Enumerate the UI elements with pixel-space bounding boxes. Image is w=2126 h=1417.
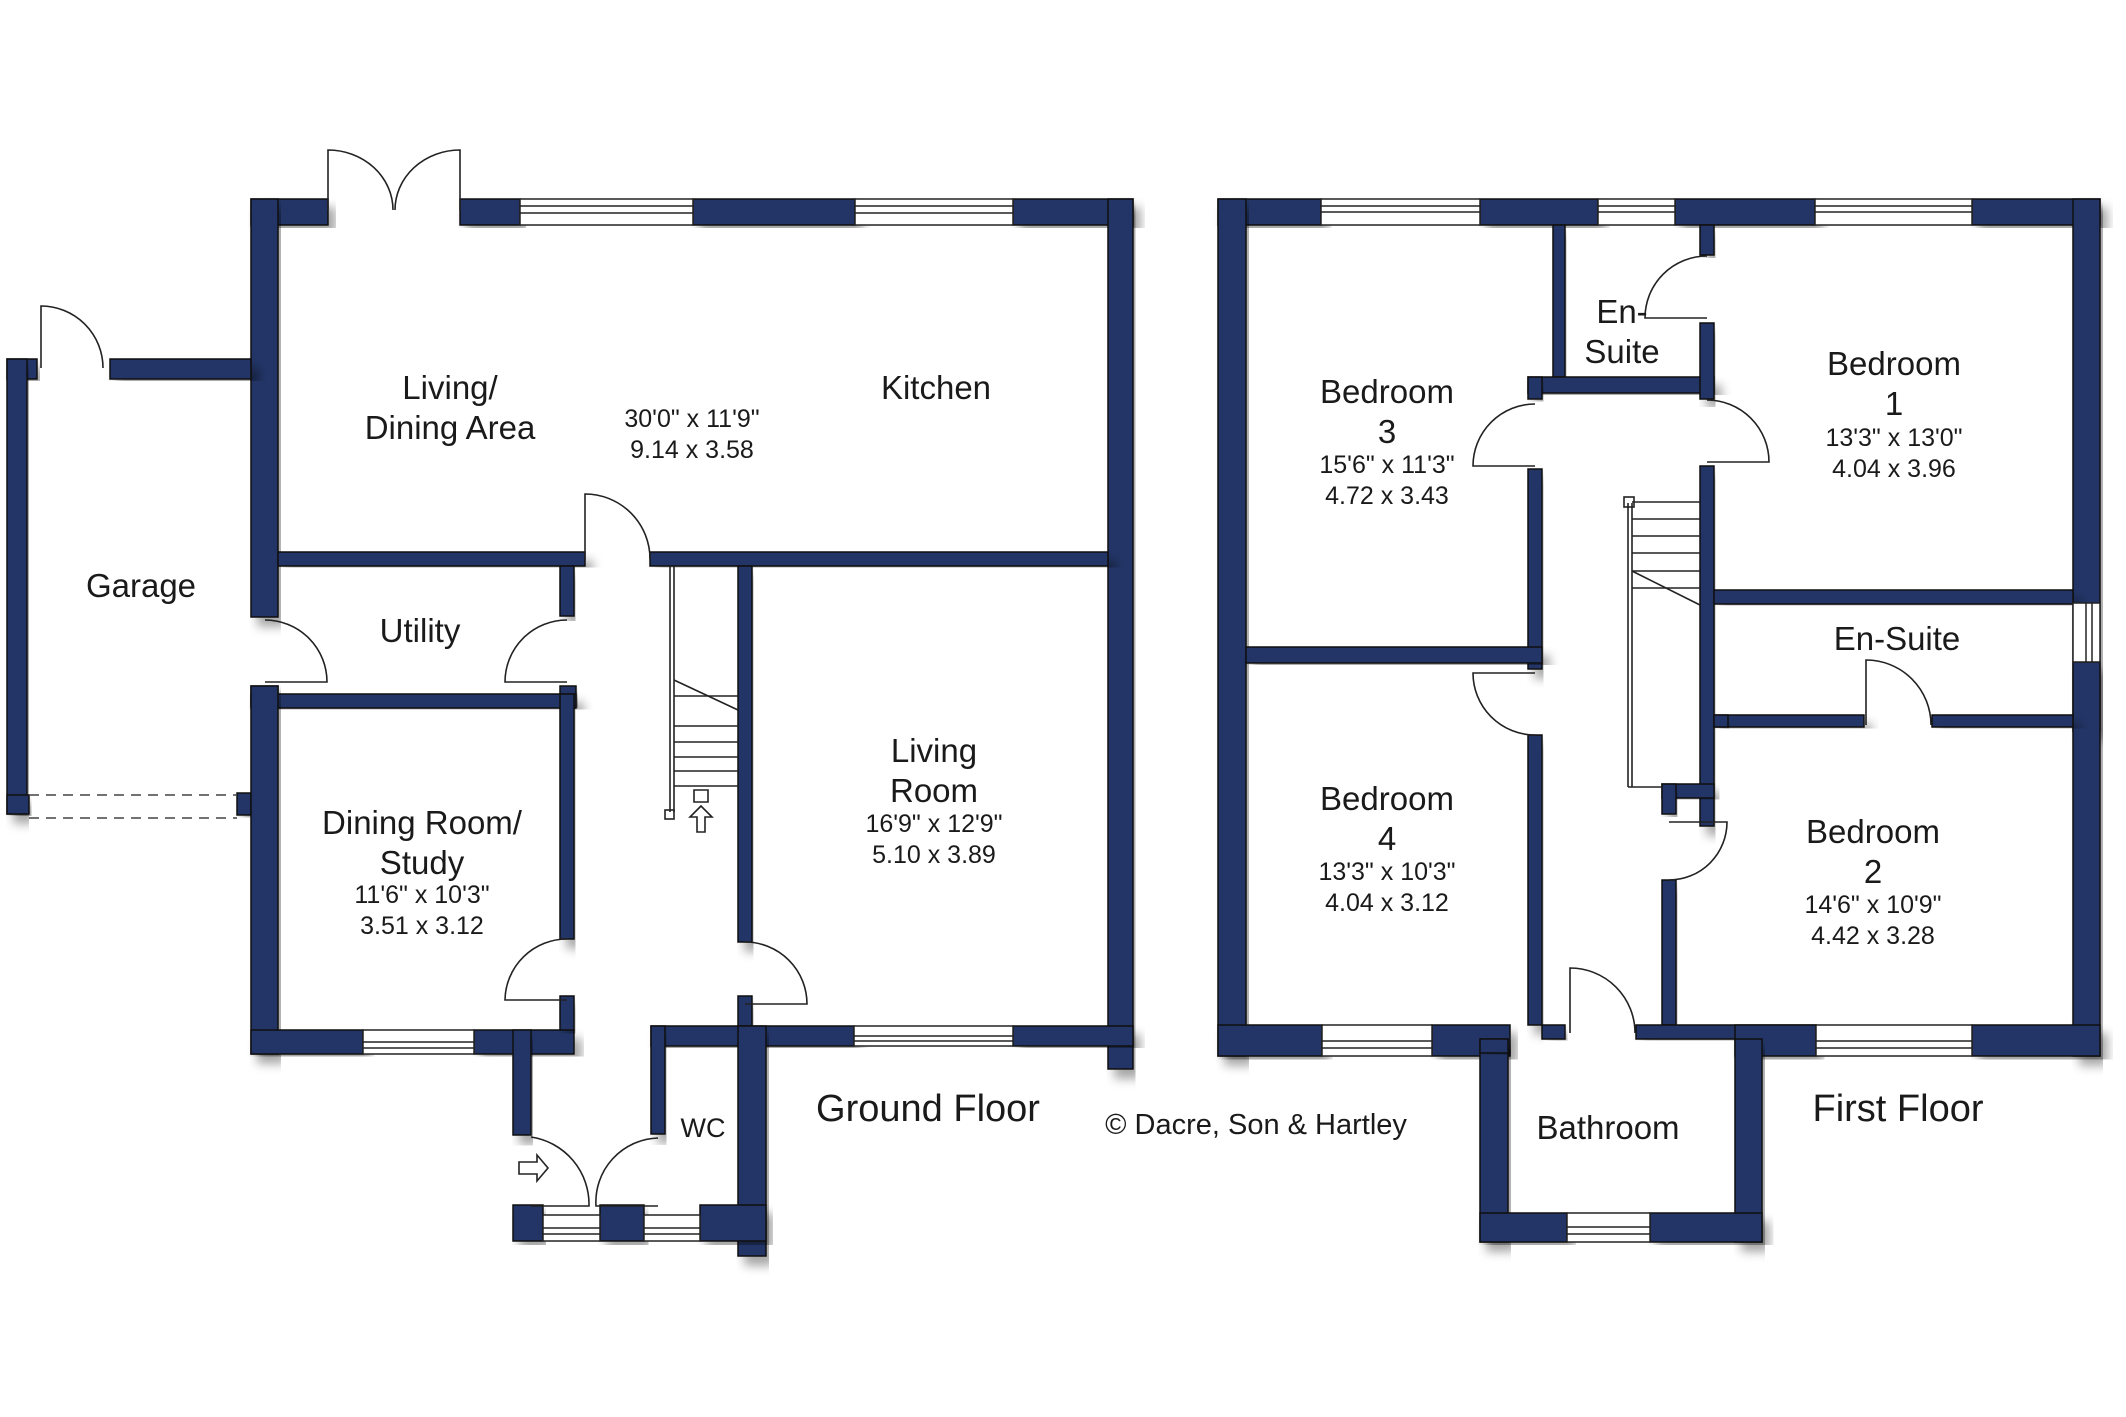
room-label-bedroom-1: Bedroom 1 xyxy=(1827,345,1961,422)
room-dims-bedroom-2: 14'6" x 10'9" 4.42 x 3.28 xyxy=(1804,891,1942,951)
room-label-ensuite-small: En- Suite xyxy=(1584,293,1660,370)
room-label-bedroom-4: Bedroom 4 xyxy=(1320,780,1454,857)
ground-floor-stairs xyxy=(518,566,739,1184)
copyright-notice: © Dacre, Son & Hartley xyxy=(1105,1109,1407,1141)
room-label-living-dining: Living/ Dining Area xyxy=(364,369,536,446)
room-dims-living-room: 16'9" x 12'9" 5.10 x 3.89 xyxy=(865,810,1003,870)
ground-floor-walls xyxy=(6,198,1134,1257)
first-floor-title: First Floor xyxy=(1812,1088,1984,1130)
room-label-utility: Utility xyxy=(379,612,461,649)
room-label-dining-study: Dining Room/ Study xyxy=(322,804,522,881)
room-label-bedroom-3: Bedroom 3 xyxy=(1320,373,1454,450)
first-floor-doors xyxy=(1472,255,1932,1034)
room-label-garage: Garage xyxy=(85,567,197,604)
up-arrow-icon xyxy=(688,804,714,833)
first-floor-stairs xyxy=(1623,496,1701,788)
room-label-ensuite: En-Suite xyxy=(1833,620,1961,657)
room-dims-bedroom-1: 13'3" x 13'0" 4.04 x 3.96 xyxy=(1825,424,1963,484)
room-label-wc: WC xyxy=(680,1113,726,1143)
room-dims-living-dining: 30'0" x 11'9" 9.14 x 3.58 xyxy=(624,405,760,465)
room-dims-bedroom-3: 15'6" x 11'3" 4.72 x 3.43 xyxy=(1319,451,1455,511)
ground-floor-title: Ground Floor xyxy=(816,1088,1040,1130)
room-label-bedroom-2: Bedroom 2 xyxy=(1806,813,1940,890)
first-floor-windows xyxy=(1320,198,2101,1243)
first-floor-walls xyxy=(1217,198,2101,1243)
room-label-living-room: Living Room xyxy=(889,732,979,809)
room-label-kitchen: Kitchen xyxy=(880,369,992,406)
room-dims-dining-study: 11'6" x 10'3" 3.51 x 3.12 xyxy=(354,881,490,941)
room-label-bathroom: Bathroom xyxy=(1536,1109,1680,1146)
ground-floor-windows xyxy=(362,198,1014,1242)
ground-floor-doors xyxy=(29,149,808,1207)
room-dims-bedroom-4: 13'3" x 10'3" 4.04 x 3.12 xyxy=(1318,858,1456,918)
entrance-arrow-icon xyxy=(518,1152,550,1184)
